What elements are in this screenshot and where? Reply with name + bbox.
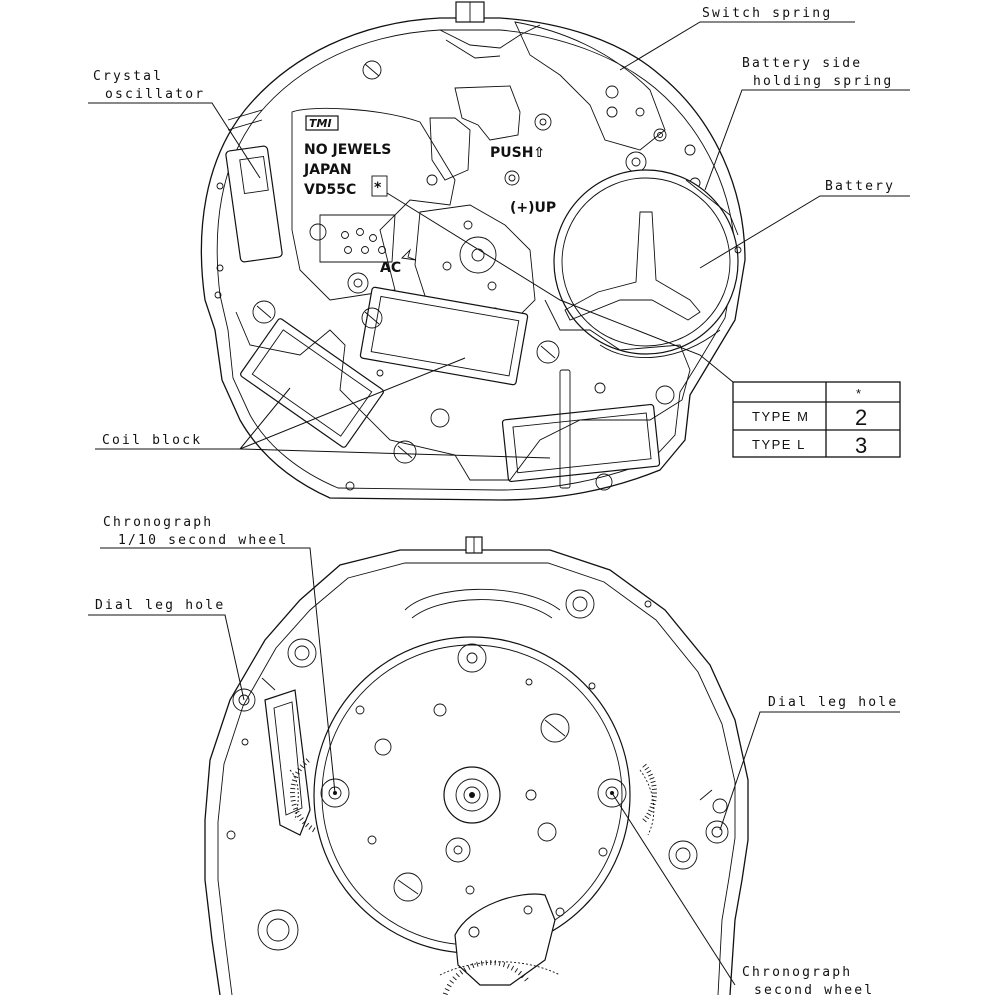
bottom-movement-view: Chronograph 1/10 second wheel Dial leg h… [88, 515, 900, 998]
label-chrono-second-line2: second wheel [754, 983, 874, 998]
label-chrono-tenth-line1: Chronograph [103, 515, 213, 530]
engraving-plus-up: (+)UP [510, 200, 556, 216]
tmi-logo-text: TMI [309, 117, 332, 130]
callout-dial-leg-hole-left: Dial leg hole [88, 598, 244, 700]
coil-block-1 [360, 287, 528, 385]
callout-chronograph-second-wheel: Chronograph second wheel [612, 793, 874, 998]
label-battery-side-line1: Battery side [742, 56, 862, 71]
label-battery-side-line2: holding spring [753, 74, 893, 89]
label-chrono-tenth-line2: 1/10 second wheel [118, 533, 288, 548]
engraving-push: PUSH⇧ [490, 145, 545, 161]
second-wheel-gear-teeth [643, 764, 657, 822]
label-switch-spring: Switch spring [702, 6, 832, 21]
type-table-header: * [856, 386, 863, 401]
label-dial-leg-hole-left: Dial leg hole [95, 598, 225, 613]
dial-leg-hole-right-part [706, 799, 728, 843]
coil-block-2 [239, 318, 384, 449]
label-crystal-line1: Crystal [93, 69, 163, 84]
type-table-row2-value: 3 [855, 433, 867, 458]
type-table: * TYPE M 2 TYPE L 3 [733, 382, 900, 458]
ac-arrow-icon [402, 250, 416, 260]
center-wheel [444, 767, 500, 823]
label-battery: Battery [825, 179, 895, 194]
label-chrono-second-line1: Chronograph [742, 965, 852, 980]
coil-block-3 [502, 370, 660, 488]
battery-part [554, 170, 738, 358]
type-table-row1-type: TYPE M [752, 409, 809, 424]
type-table-row1-value: 2 [855, 405, 867, 430]
callout-battery-side-spring: Battery side holding spring [705, 56, 910, 190]
movement-engraving: TMI NO JEWELS JAPAN VD55C * PUSH⇧ (+)UP … [303, 116, 556, 276]
switch-spring-part [515, 22, 700, 188]
engraving-japan: JAPAN [303, 162, 352, 178]
engraving-caliber: VD55C [304, 182, 356, 198]
type-table-row2-type: TYPE L [752, 437, 806, 452]
top-movement-view: TMI NO JEWELS JAPAN VD55C * PUSH⇧ (+)UP … [88, 2, 910, 500]
asterisk-box-text: * [374, 180, 382, 196]
engraving-no-jewels: NO JEWELS [304, 142, 391, 158]
label-coil-block: Coil block [102, 433, 202, 448]
engraving-ac: AC [380, 260, 401, 276]
crystal-oscillator-part [225, 110, 282, 262]
left-bracket [265, 690, 310, 835]
label-crystal-line2: oscillator [105, 87, 205, 102]
callout-dial-leg-hole-right: Dial leg hole [720, 695, 900, 830]
label-dial-leg-hole-right: Dial leg hole [768, 695, 898, 710]
switch-lever-part [427, 25, 551, 185]
